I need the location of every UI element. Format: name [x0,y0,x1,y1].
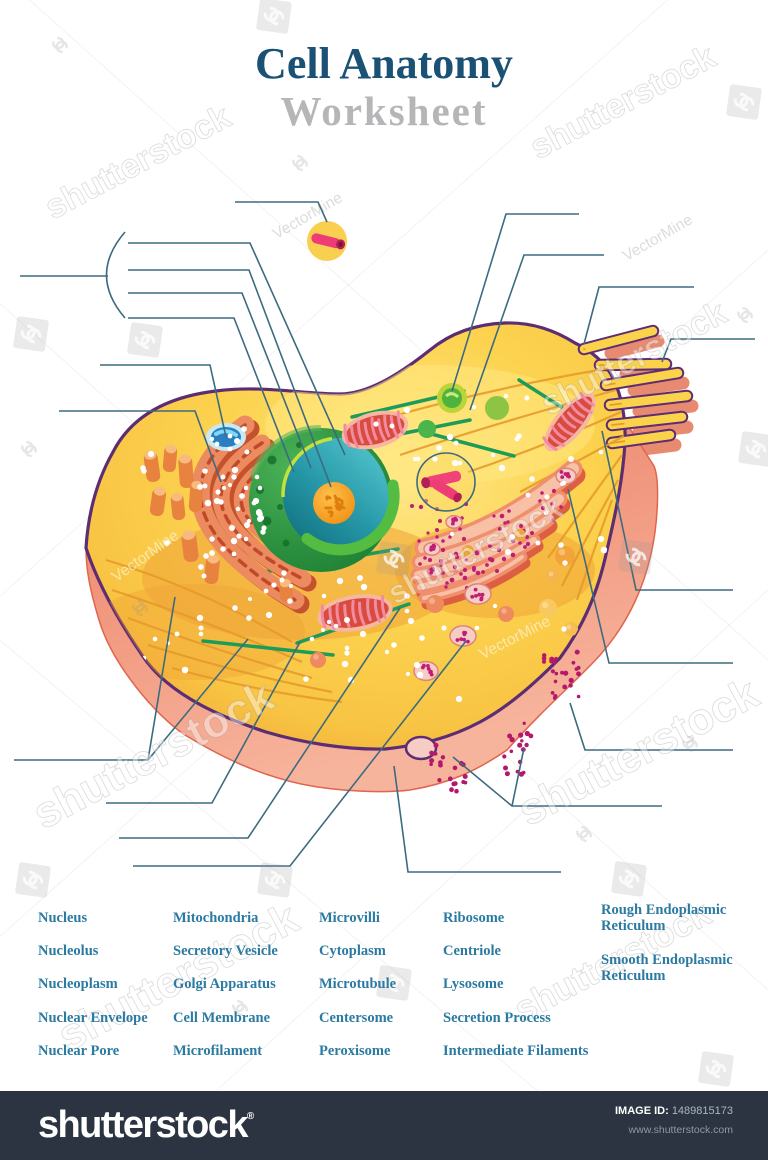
svg-text:VectorMine: VectorMine [620,211,696,264]
